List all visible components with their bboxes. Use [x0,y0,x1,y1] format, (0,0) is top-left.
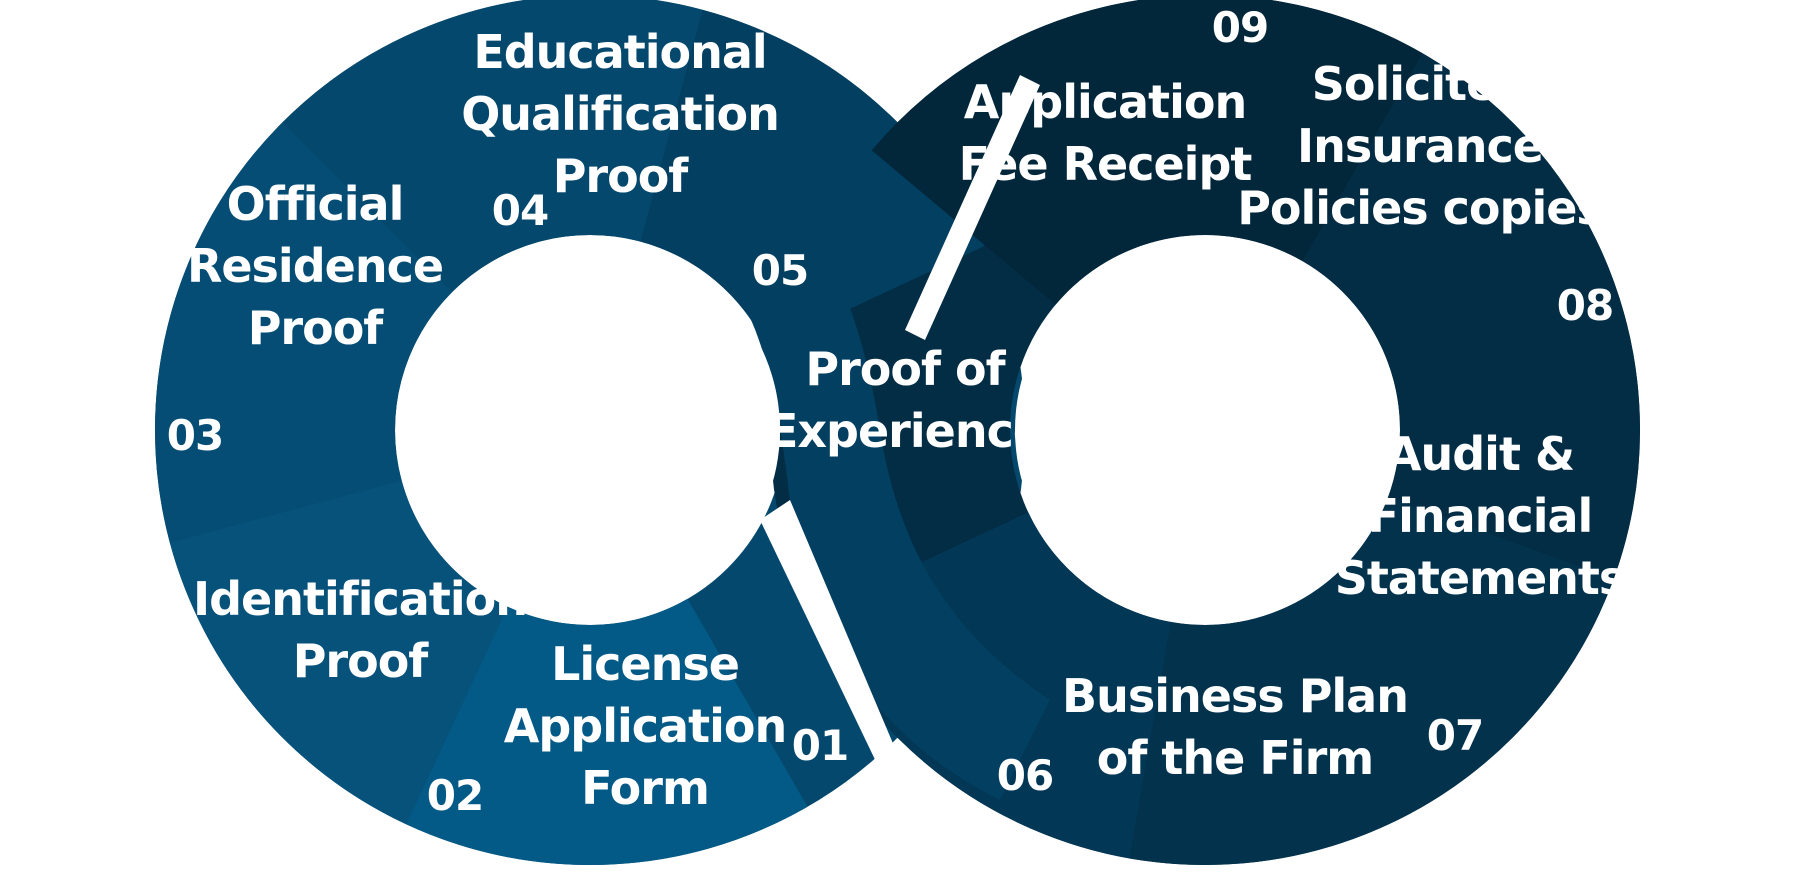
step-label-line: Residence [187,239,443,293]
step-number-01: 01 [792,721,848,770]
step-label-line: Application [504,699,786,753]
step-label-line: Qualification [461,87,779,141]
step-number-06: 06 [997,751,1053,800]
step-number-03: 03 [167,411,223,460]
step-label-line: License [551,637,739,691]
step-label-line: Experience [767,404,1043,458]
segment-step-07 [1129,496,1614,865]
step-number-07: 07 [1427,711,1483,760]
segment-step-01 [406,598,808,866]
step-number-05: 05 [752,246,808,295]
step-label-line: Proof of [805,342,1006,396]
step-label-line: of the Firm [1097,731,1373,785]
step-label-05: Proof of Experience [767,342,1043,458]
step-label-line: Educational [473,25,766,79]
segment-step-02 [169,480,508,825]
step-number-08: 08 [1557,281,1613,330]
inner-hole-right [1015,240,1395,620]
step-label-line: Identification [193,572,527,626]
step-label-line: Insurance [1297,119,1543,173]
gap-left [760,500,900,770]
step-label-line: Solicited [1312,57,1528,111]
segments [154,0,1640,866]
segment-step-03 [154,122,453,543]
segment-step-04 [282,0,703,293]
inner-hole-left [400,240,780,620]
step-label-line: Application [964,75,1246,129]
step-label-line: Financial [1368,489,1593,543]
step-label-line: Audit & [1386,427,1574,481]
step-label-line: Form [581,761,709,815]
segment-step-09 [871,0,1423,305]
step-label-line: Proof [553,149,690,203]
segment-step-08 [1302,53,1640,579]
step-number-09: 09 [1212,3,1268,52]
step-number-02: 02 [427,771,483,820]
step-label-line: Proof [293,634,430,688]
gap-right [905,75,1040,340]
step-label-line: Statements [1335,551,1626,605]
crossing-band [700,165,1050,800]
step-label-line: Official [227,177,404,231]
step-label-06: Business Plan of the Firm [1062,669,1408,785]
step-label-line: Business Plan [1062,669,1408,723]
step-label-line: Fee Receipt [959,137,1252,191]
step-label-line: Policies copies [1237,181,1603,235]
step-number-04: 04 [492,186,548,235]
step-label-line: Proof [248,301,385,355]
